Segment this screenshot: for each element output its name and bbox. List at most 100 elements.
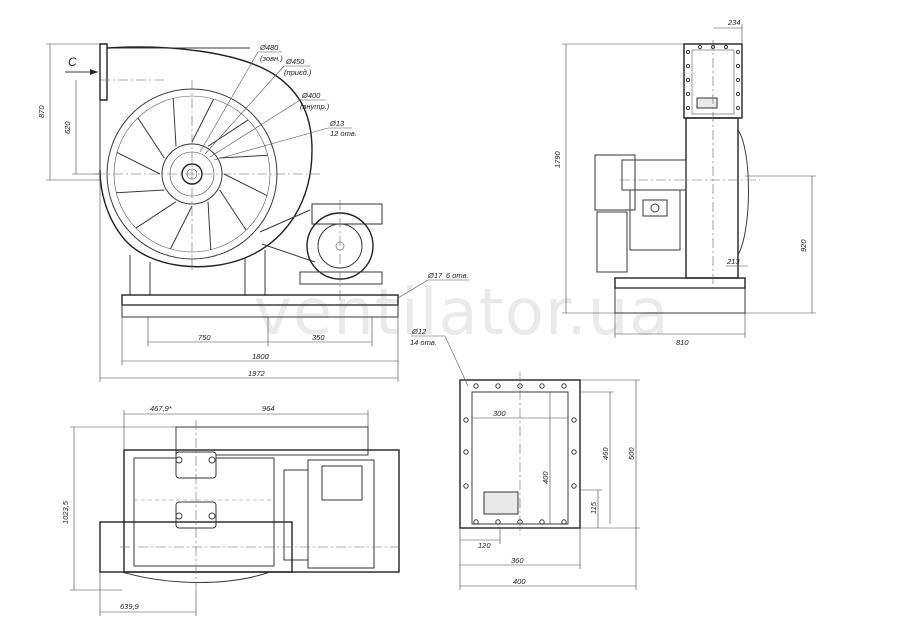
motor-side-body	[629, 189, 681, 251]
base-frame-bottom	[121, 304, 399, 318]
pedestal-side	[596, 211, 628, 273]
dim-d17: Ø17	[427, 271, 443, 280]
bolt-hole	[735, 77, 741, 83]
bolt-2	[208, 456, 216, 464]
leader-d400	[209, 99, 301, 158]
bolt-hole	[473, 519, 479, 525]
dim-d480-note: (зовн.)	[260, 54, 283, 63]
bolt-hole	[463, 483, 469, 489]
bolt-hole	[463, 417, 469, 423]
terminal-box	[642, 199, 668, 217]
impeller-blades	[116, 98, 268, 250]
impeller-blade	[219, 189, 247, 231]
bolt-hole	[685, 77, 691, 83]
impeller-blade	[169, 205, 193, 250]
belt-guard-top	[283, 469, 309, 561]
dim-d12: Ø12	[411, 327, 427, 336]
volute-casing	[99, 46, 313, 268]
dim-d400: Ø400	[301, 91, 321, 100]
dim-360: 360	[511, 556, 524, 565]
bolt-3	[175, 512, 183, 520]
dim-d13: Ø13	[329, 119, 345, 128]
base-side-bottom	[614, 287, 746, 314]
leader-d450	[204, 65, 285, 155]
section-arrow-icon	[90, 69, 98, 75]
dim-460: 460	[601, 447, 610, 460]
bolt-hole	[685, 63, 691, 69]
bolt-hole	[735, 63, 741, 69]
belt-guard-side	[594, 154, 636, 211]
impeller-blade	[219, 154, 268, 159]
flange-label-plate	[483, 491, 519, 515]
bolt-hole	[685, 91, 691, 97]
dim-350: 350	[312, 333, 325, 342]
dim-d480: Ø480	[259, 43, 279, 52]
dim-400h: 400	[513, 577, 526, 586]
bolt-hole	[685, 49, 691, 55]
bolt-hole	[685, 105, 691, 111]
impeller-blade	[116, 151, 161, 175]
bolt-hole	[473, 383, 479, 389]
dim-d450-note: (приєд.)	[284, 68, 312, 77]
dim-d12-note: 14 отв.	[410, 338, 437, 347]
bolt-hole	[571, 483, 577, 489]
bolt-hole	[697, 44, 703, 50]
bolt-hole	[495, 383, 501, 389]
dim-213: 213	[726, 257, 740, 266]
impeller-blade	[191, 98, 215, 143]
dim-234: 234	[727, 18, 741, 27]
dim-964: 964	[262, 404, 275, 413]
dim-1972: 1972	[248, 369, 266, 378]
dim-115: 115	[589, 501, 598, 514]
dim-d17-note: 6 отв.	[446, 271, 469, 280]
volute-side	[685, 117, 739, 279]
section-label: C	[68, 55, 77, 69]
volute-side-curve	[737, 129, 749, 256]
motor-feet	[299, 271, 383, 285]
terminal-gland	[650, 203, 660, 213]
inlet-bell	[121, 571, 271, 583]
bolt-hole	[539, 519, 545, 525]
impeller-blade	[137, 117, 165, 159]
impeller-blade	[135, 201, 177, 229]
bolt-hole	[539, 383, 545, 389]
dim-120: 120	[478, 541, 491, 550]
impeller-blade	[223, 173, 268, 197]
belt-lines	[259, 209, 316, 263]
bolt-hole	[517, 383, 523, 389]
dim-639: 639,9	[120, 602, 140, 611]
outlet-label-plate	[696, 97, 718, 109]
outlet-top	[175, 426, 369, 456]
leader-d12	[444, 335, 469, 387]
bolt-hole	[495, 519, 501, 525]
leader-d480	[199, 51, 259, 153]
motor-terminal-top	[321, 465, 363, 501]
dim-1790: 1790	[553, 150, 562, 168]
dim-d400-note: (внутр.)	[300, 102, 330, 111]
bolt-hole	[735, 49, 741, 55]
dim-467: 467,9*	[150, 404, 173, 413]
dim-620: 620	[63, 121, 72, 134]
dim-1800: 1800	[252, 352, 270, 361]
impeller-blade	[116, 189, 165, 194]
dim-d13-note: 12 отв.	[330, 129, 357, 138]
bolt-hole	[571, 417, 577, 423]
side-view: 234 1790 920 213 810	[553, 18, 816, 347]
dim-d450: Ø450	[285, 57, 305, 66]
dim-300: 300	[493, 409, 506, 418]
top-view: 467,9* 964 1023,5 639,9	[61, 404, 400, 616]
dim-1023: 1023,5	[61, 500, 70, 524]
pedestal	[129, 250, 266, 295]
dim-810: 810	[676, 338, 689, 347]
dim-400v: 400	[541, 471, 550, 484]
leader-d17	[397, 279, 429, 299]
bolt-hole	[735, 105, 741, 111]
bolt-4	[208, 512, 216, 520]
flange-bolts	[463, 383, 577, 525]
bolt-hole	[571, 449, 577, 455]
front-view: Ø480 (зовн.) Ø450 (приєд.) Ø400 (внутр.)…	[37, 43, 470, 382]
dim-750: 750	[198, 333, 211, 342]
impeller-blade	[172, 98, 177, 147]
impeller-blade	[207, 201, 212, 250]
